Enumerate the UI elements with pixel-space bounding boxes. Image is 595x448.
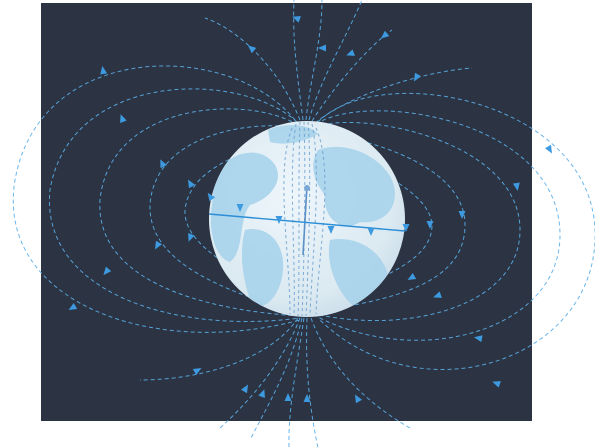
arrow-marker [327, 226, 335, 234]
field-line [310, 317, 411, 429]
field-line [293, 0, 304, 121]
arrow-marker [292, 16, 301, 23]
field-line [308, 0, 363, 121]
inner-field-bundle [283, 121, 326, 317]
arrow-marker [68, 302, 78, 310]
arrow-marker [192, 368, 202, 376]
arrow-marker [426, 221, 434, 229]
arrow-marker [188, 233, 195, 242]
field-line [311, 29, 393, 122]
arrow-marker [512, 182, 520, 191]
continent-shape [268, 125, 318, 144]
field-line [99, 108, 301, 317]
arrow-marker [240, 384, 248, 394]
arrow-marker [120, 114, 127, 123]
arrow-marker [492, 381, 501, 388]
field-line [49, 88, 301, 322]
field-line [12, 65, 301, 333]
arrow-marker [544, 144, 552, 154]
arrow-marker [275, 216, 283, 224]
arrow-marker [258, 389, 265, 398]
arrow-marker [236, 204, 244, 212]
field-line [204, 17, 301, 121]
arrow-marker [103, 266, 112, 276]
field-line [219, 317, 301, 429]
axis-node [304, 185, 310, 191]
field-line [249, 317, 303, 441]
arrow-marker [355, 394, 363, 404]
arrow-marker [380, 30, 390, 39]
globe-landmasses [210, 125, 395, 307]
magnetic-axis [302, 184, 308, 256]
field-line [315, 110, 561, 341]
arrow-marker [284, 393, 292, 401]
continent-shape [328, 239, 389, 306]
field-line [306, 317, 319, 448]
arrow-marker [303, 394, 311, 402]
arrow-marker [188, 179, 196, 189]
arrow-marker [458, 211, 466, 219]
continent-shape [210, 152, 278, 262]
direction-arrows [68, 16, 552, 404]
arrow-marker [402, 224, 410, 232]
continent-shape [241, 229, 284, 307]
field-line [149, 125, 301, 315]
globe [208, 121, 406, 317]
arrow-marker [247, 45, 257, 54]
continent-shape [313, 146, 395, 227]
arrow-marker [346, 49, 355, 56]
field-line [288, 317, 305, 448]
arrow-marker [318, 44, 326, 52]
arrow-marker [433, 291, 442, 298]
arrow-marker [407, 272, 417, 280]
field-line [314, 121, 521, 321]
arrow-marker [155, 240, 163, 250]
field-line [305, 0, 323, 121]
top-divider [41, 0, 532, 3]
arrow-marker [207, 192, 216, 202]
field-line [314, 67, 473, 124]
arrow-marker [367, 228, 375, 236]
arrow-marker [414, 72, 422, 82]
arrow-marker [100, 66, 108, 75]
field-line [317, 93, 595, 370]
arrow-marker [160, 159, 167, 169]
arrow-marker [474, 335, 483, 343]
